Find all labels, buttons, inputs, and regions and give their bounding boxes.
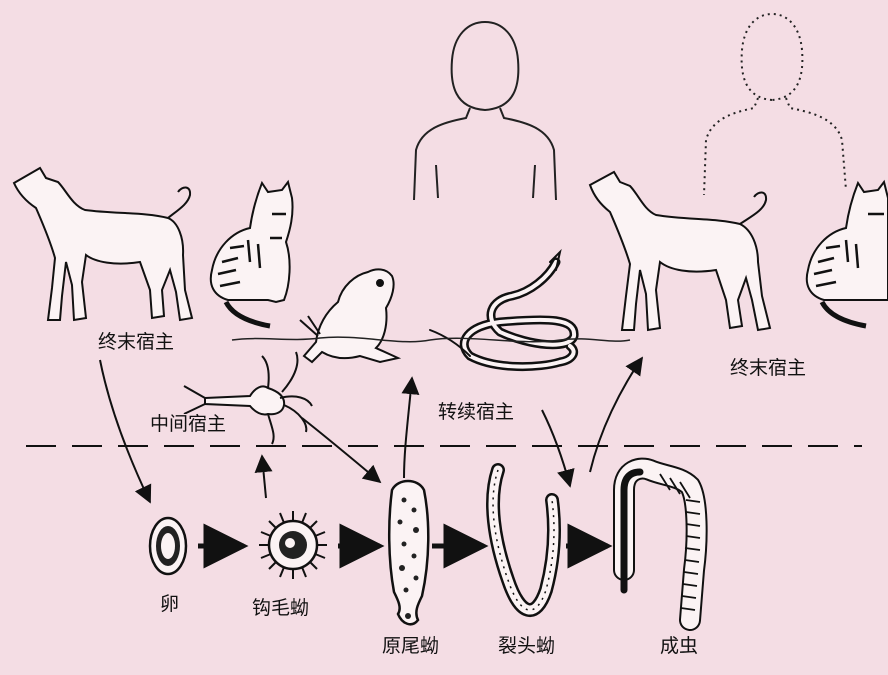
dog-right-illustration [588, 170, 772, 332]
arrow-coracidium-to-copepod [254, 454, 273, 499]
label-procercoid: 原尾蚴 [380, 635, 442, 657]
arrow-host-to-egg [99, 359, 152, 504]
adult-worm-stage-illustration [613, 457, 708, 631]
snake-illustration [429, 248, 579, 372]
arrow-plerocercoid-to-definitive-host [589, 356, 644, 473]
human-silhouette-solid [413, 20, 557, 201]
plerocercoid-stage-illustration [486, 463, 561, 617]
frog-illustration [299, 268, 402, 364]
label-definitive-host-left: 终末宿主 [96, 331, 177, 353]
label-coracidium: 钩毛蚴 [250, 597, 312, 619]
arrow-procercoid-to-frog [401, 376, 420, 479]
procercoid-stage-illustration [387, 479, 430, 626]
label-paratenic-host: 转续宿主 [436, 401, 517, 423]
copepod-illustration [183, 351, 313, 445]
label-egg: 卵 [158, 593, 182, 615]
label-adult: 成虫 [658, 635, 701, 657]
label-plerocercoid: 裂头蚴 [496, 635, 558, 657]
label-definitive-host-right: 终末宿主 [728, 357, 809, 379]
cat-right-illustration [805, 179, 888, 329]
dog-left-illustration [12, 166, 194, 322]
life-cycle-arrows [99, 356, 644, 569]
label-intermediate-host: 中间宿主 [148, 413, 229, 435]
human-silhouette-dotted [703, 12, 847, 196]
coracidium-stage-illustration [259, 511, 327, 579]
water-line [231, 336, 631, 343]
cat-left-illustration [209, 179, 294, 329]
egg-stage-illustration [148, 516, 188, 576]
arrow-copepod-to-procercoid [301, 417, 382, 484]
arrow-snake-to-plerocercoid [541, 409, 575, 488]
